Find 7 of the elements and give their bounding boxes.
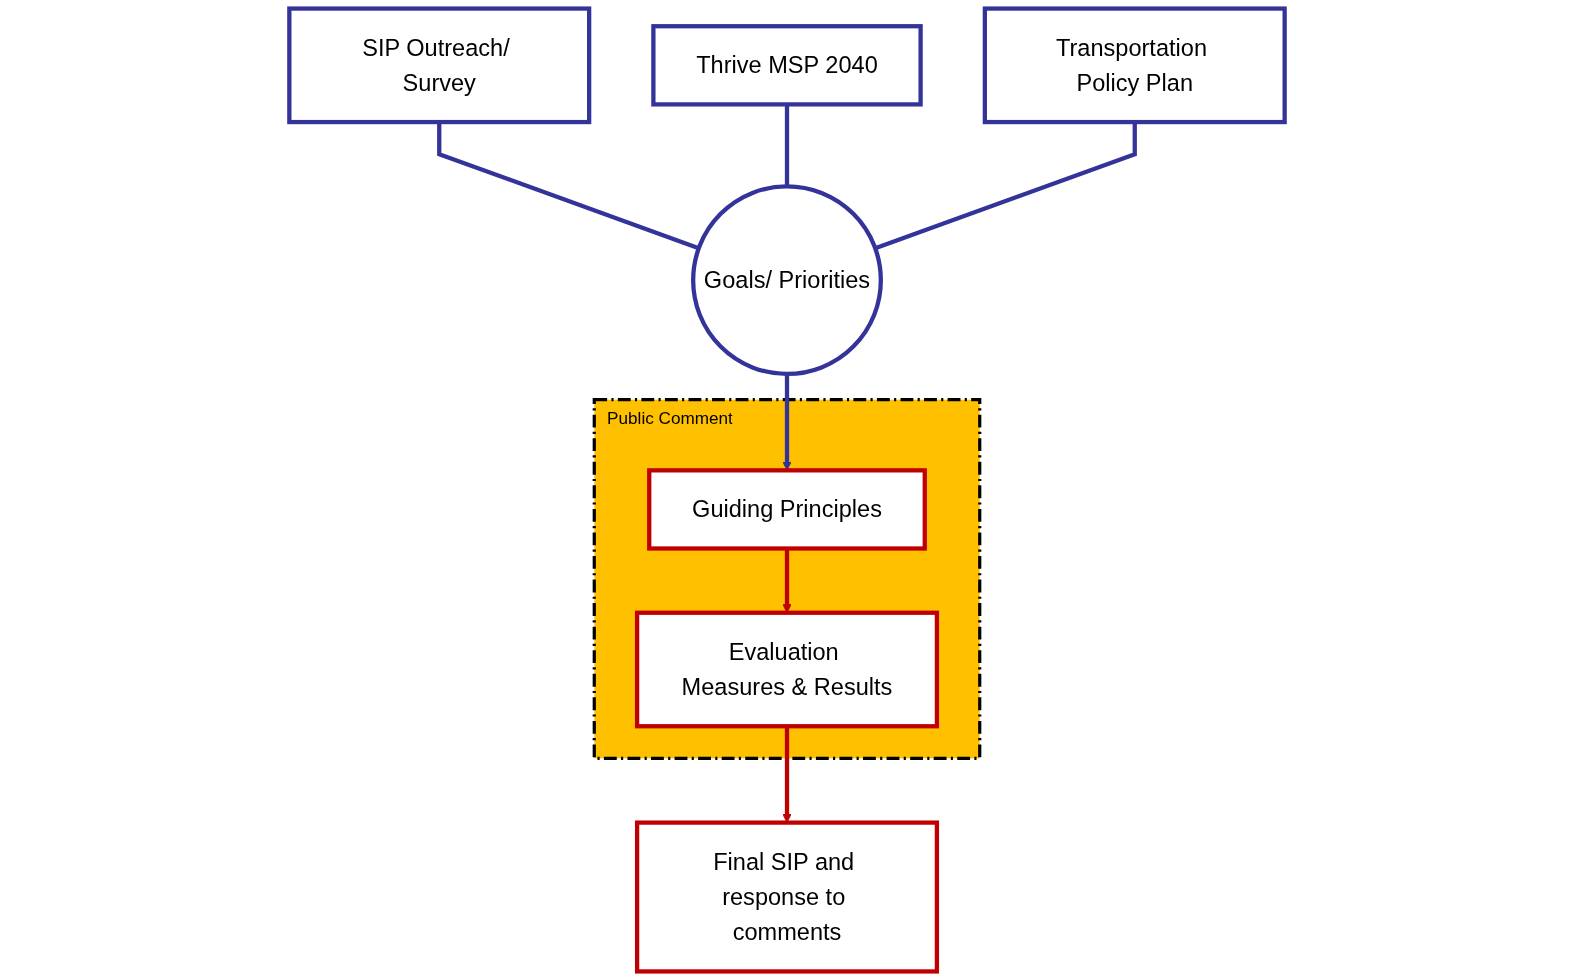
node-box: SIP Outreach/ Survey	[287, 6, 592, 125]
node-box: Transportation Policy Plan	[982, 6, 1287, 125]
node-circle: Goals/ Priorities	[691, 184, 883, 377]
node-box: Evaluation Measures & Results	[634, 610, 940, 729]
node-box: Final SIP and response to comments	[634, 820, 940, 974]
node-box: Thrive MSP 2040	[651, 24, 923, 107]
node-box: Guiding Principles	[647, 468, 927, 551]
